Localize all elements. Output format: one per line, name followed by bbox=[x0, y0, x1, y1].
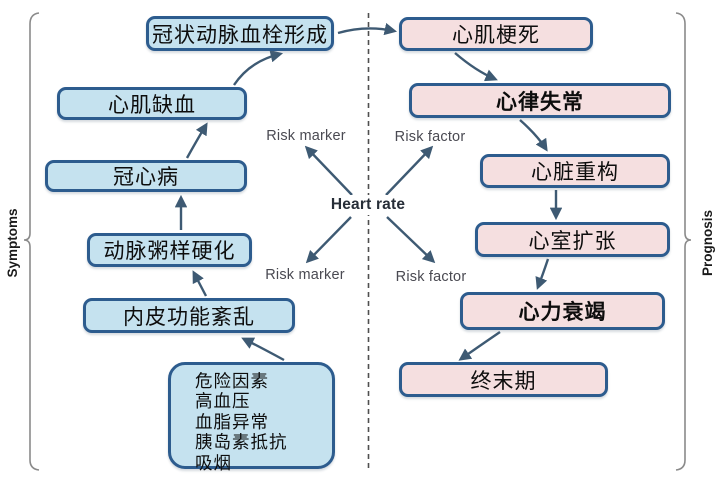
arrow-heartrate-to-riskmarker-bottom bbox=[305, 216, 352, 264]
node-label: 心肌梗死 bbox=[452, 24, 540, 47]
arrow-riskfactors-to-endothelial bbox=[241, 337, 285, 362]
risk-factor-item: 胰岛素抵抗 bbox=[195, 432, 288, 453]
node-end-stage: 终末期 bbox=[399, 362, 608, 397]
node-cardiac-remodeling: 心脏重构 bbox=[480, 154, 670, 188]
arrow-heartfailure-to-endstage bbox=[458, 331, 501, 361]
node-label: 心室扩张 bbox=[528, 229, 617, 253]
risk-factor-bottom-label: Risk factor bbox=[395, 269, 467, 285]
arrow-thrombosis-to-infarction bbox=[337, 22, 398, 36]
arrow-heartrate-to-riskmarker-top bbox=[304, 145, 353, 196]
prognosis-bracket bbox=[675, 12, 692, 471]
risk-marker-top-label: Risk marker bbox=[266, 128, 346, 144]
node-label: 终末期 bbox=[470, 369, 537, 393]
node-myocardial-infarction: 心肌梗死 bbox=[399, 17, 593, 51]
symptoms-axis-label: Symptoms bbox=[5, 208, 20, 278]
node-coronary-thrombosis: 冠状动脉血栓形成 bbox=[146, 16, 334, 51]
node-label: 心力衰竭 bbox=[518, 301, 607, 324]
node-arrhythmia: 心律失常 bbox=[409, 83, 671, 118]
node-myocardial-ischemia: 心肌缺血 bbox=[57, 87, 247, 120]
node-label: 冠心病 bbox=[113, 166, 179, 189]
node-coronary-heart-disease: 冠心病 bbox=[45, 160, 247, 192]
risk-factor-item: 血脂异常 bbox=[195, 411, 269, 432]
arrow-infarction-to-arrhythmia bbox=[454, 52, 498, 82]
node-heart-failure: 心力衰竭 bbox=[460, 292, 665, 330]
node-atherosclerosis: 动脉粥样硬化 bbox=[87, 233, 252, 267]
node-label: 内皮功能紊乱 bbox=[123, 305, 255, 329]
node-label: 心脏重构 bbox=[531, 161, 619, 184]
risk-marker-bottom-label: Risk marker bbox=[265, 267, 345, 283]
node-label: 动脉粥样硬化 bbox=[103, 240, 236, 263]
node-label: 心肌缺血 bbox=[108, 93, 196, 117]
risk-factor-item: 吸烟 bbox=[195, 452, 232, 473]
node-endothelial-dysfunction: 内皮功能紊乱 bbox=[83, 298, 295, 333]
risk-factors-list: 危险因素 高血压 血脂异常 胰岛素抵抗 吸烟 bbox=[171, 365, 288, 473]
node-risk-factors: 危险因素 高血压 血脂异常 胰岛素抵抗 吸烟 bbox=[168, 362, 335, 473]
risk-factor-item: 危险因素 bbox=[195, 371, 269, 391]
arrow-chd-to-ischemia bbox=[185, 122, 208, 159]
node-label: 心律失常 bbox=[496, 90, 584, 114]
prognosis-axis-label: Prognosis bbox=[700, 210, 715, 277]
heart-rate-label: Heart rate bbox=[326, 195, 410, 215]
arrow-arrhythmia-to-remodeling bbox=[519, 119, 548, 152]
arrow-ischemia-to-thrombosis bbox=[233, 50, 284, 86]
arrow-endothelial-to-atherosclerosis bbox=[192, 270, 208, 297]
symptoms-bracket bbox=[23, 12, 40, 471]
node-ventricular-dilation: 心室扩张 bbox=[475, 222, 670, 257]
node-label: 冠状动脉血栓形成 bbox=[152, 23, 328, 47]
arrow-dilation-to-heartfailure bbox=[535, 258, 550, 290]
risk-factor-item: 高血压 bbox=[195, 391, 251, 412]
risk-factor-top-label: Risk factor bbox=[394, 129, 466, 145]
arrow-heartrate-to-riskfactor-bottom bbox=[386, 216, 436, 264]
arrow-heartrate-to-riskfactor-top bbox=[385, 145, 434, 196]
